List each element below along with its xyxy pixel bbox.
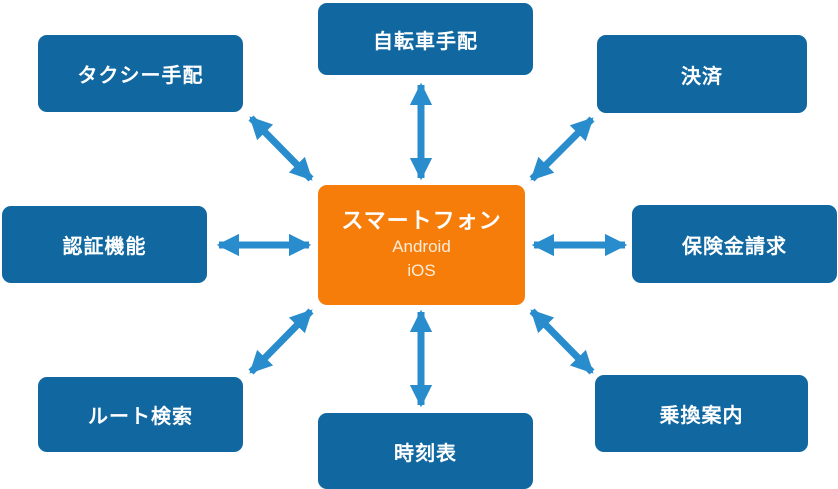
node-timetable: 時刻表 — [318, 413, 533, 489]
node-smartphone-center: スマートフォン Android iOS — [318, 185, 525, 305]
node-bicycle-booking: 自転車手配 — [318, 3, 533, 75]
node-payment-label: 決済 — [681, 65, 723, 88]
smartphone-os-android: Android — [392, 236, 451, 256]
node-transit-guide-label: 乗換案内 — [659, 405, 744, 427]
node-payment: 決済 — [597, 35, 807, 113]
smartphone-os-ios: iOS — [407, 260, 436, 280]
smartphone-title: スマートフォン — [341, 208, 502, 234]
node-transit-guide: 乗換案内 — [595, 375, 808, 452]
node-taxi-booking-label: タクシー手配 — [77, 65, 204, 87]
node-authentication-label: 認証機能 — [62, 236, 147, 258]
arrow-center-transit — [529, 308, 595, 375]
node-bicycle-booking-label: 自転車手配 — [373, 30, 478, 53]
node-timetable-label: 時刻表 — [394, 442, 457, 465]
node-insurance-claim-label: 保険金請求 — [682, 235, 787, 258]
node-route-search: ルート検索 — [38, 377, 243, 452]
arrow-center-payment — [529, 116, 595, 182]
node-route-search-label: ルート検索 — [88, 406, 193, 428]
node-taxi-booking: タクシー手配 — [38, 35, 243, 112]
node-authentication: 認証機能 — [2, 206, 207, 283]
node-insurance-claim: 保険金請求 — [632, 205, 837, 283]
arrow-center-route — [248, 308, 314, 375]
arrow-center-taxi — [248, 115, 314, 182]
